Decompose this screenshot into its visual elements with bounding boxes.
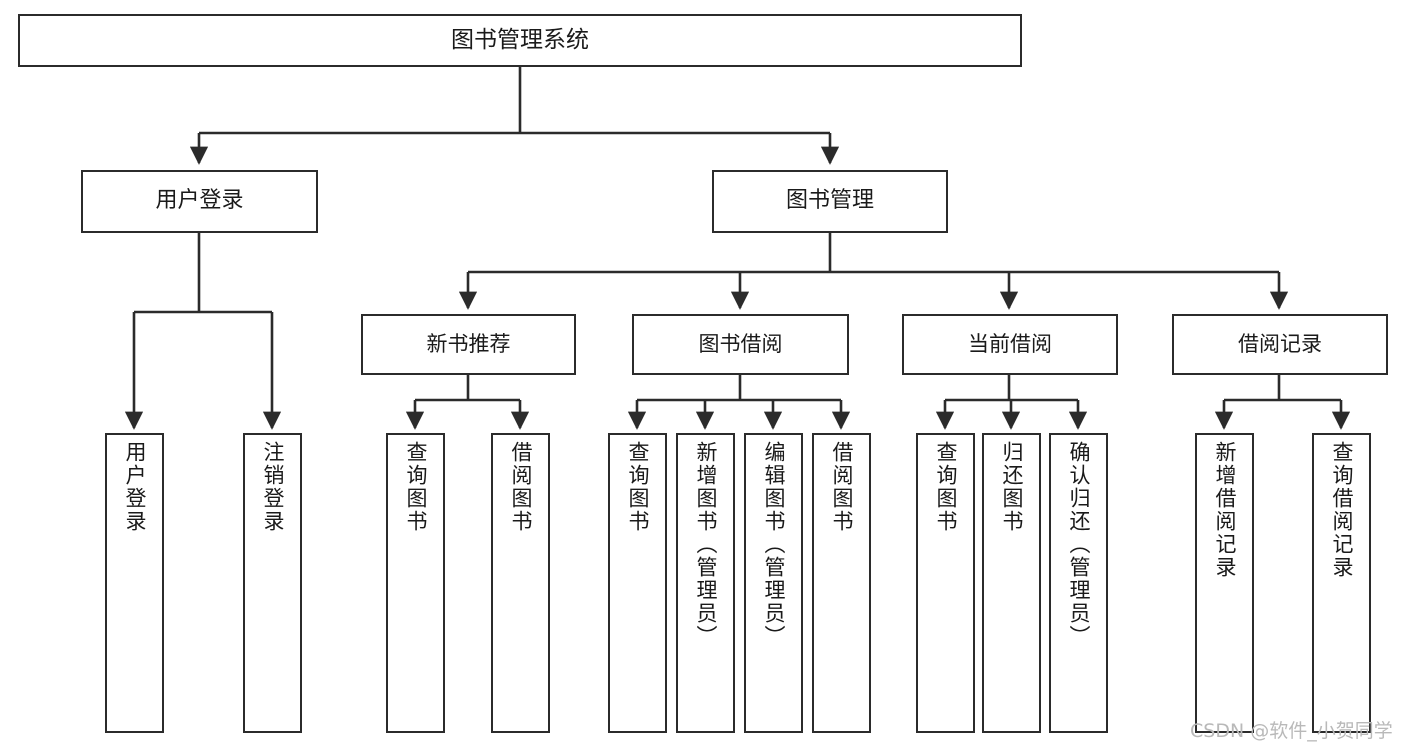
node-leaf-add-book[interactable]: 新增图书（管理员） [676,433,735,733]
node-leaf-borrow-book-b-label: 借阅图书 [830,441,854,533]
node-book-manage-label: 图书管理 [785,188,874,214]
node-leaf-return-book-label: 归还图书 [1000,441,1024,533]
node-leaf-add-record[interactable]: 新增借阅记录 [1195,433,1254,733]
node-leaf-logout-label: 注销登录 [261,441,285,533]
node-leaf-borrow-book-b[interactable]: 借阅图书 [812,433,871,733]
node-leaf-query-book-a-label: 查询图书 [404,441,428,533]
node-leaf-confirm-return-label: 确认归还（管理员） [1067,441,1091,648]
node-new-book-rec[interactable]: 新书推荐 [361,314,576,375]
node-leaf-add-book-label: 新增图书（管理员） [694,441,718,648]
node-leaf-query-book-c[interactable]: 查询图书 [916,433,975,733]
node-book-borrow-label: 图书借阅 [698,331,783,356]
node-leaf-query-book-c-label: 查询图书 [934,441,958,533]
node-root[interactable]: 图书管理系统 [18,14,1022,67]
node-leaf-user-login-label: 用户登录 [123,441,147,533]
node-new-book-rec-label: 新书推荐 [426,331,511,356]
node-leaf-query-record[interactable]: 查询借阅记录 [1312,433,1371,733]
node-leaf-query-record-label: 查询借阅记录 [1330,441,1354,579]
node-borrow-record-label: 借阅记录 [1238,331,1322,356]
node-leaf-user-login[interactable]: 用户登录 [105,433,164,733]
node-root-label: 图书管理系统 [451,27,589,54]
node-leaf-borrow-book-a-label: 借阅图书 [509,441,533,533]
node-leaf-confirm-return[interactable]: 确认归还（管理员） [1049,433,1108,733]
node-leaf-return-book[interactable]: 归还图书 [982,433,1041,733]
node-leaf-logout[interactable]: 注销登录 [243,433,302,733]
node-leaf-query-book-b[interactable]: 查询图书 [608,433,667,733]
node-user-login-label: 用户登录 [155,188,244,214]
node-current-borrow-label: 当前借阅 [968,331,1052,356]
node-borrow-record[interactable]: 借阅记录 [1172,314,1388,375]
node-current-borrow[interactable]: 当前借阅 [902,314,1118,375]
node-user-login[interactable]: 用户登录 [81,170,318,233]
node-leaf-query-book-a[interactable]: 查询图书 [386,433,445,733]
node-leaf-edit-book[interactable]: 编辑图书（管理员） [744,433,803,733]
csdn-watermark: CSDN @软件_小贺同学 [1190,720,1393,742]
node-leaf-borrow-book-a[interactable]: 借阅图书 [491,433,550,733]
node-leaf-add-record-label: 新增借阅记录 [1213,441,1237,579]
node-leaf-edit-book-label: 编辑图书（管理员） [762,441,786,648]
node-leaf-query-book-b-label: 查询图书 [626,441,650,533]
node-book-manage[interactable]: 图书管理 [712,170,948,233]
node-book-borrow[interactable]: 图书借阅 [632,314,849,375]
